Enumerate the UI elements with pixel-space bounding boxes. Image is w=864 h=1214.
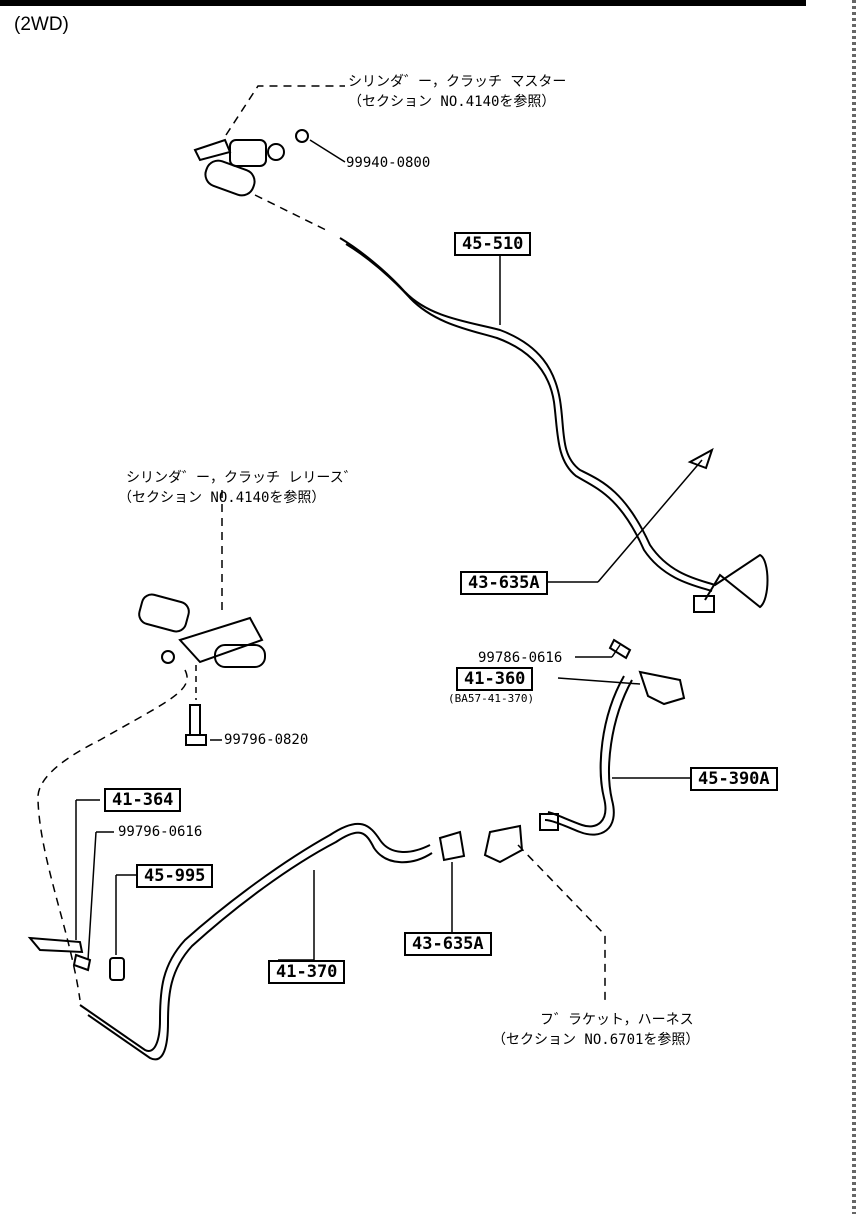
bracket-41-364 (27, 936, 84, 954)
bracket-harness (483, 824, 524, 864)
release-cyl-label: シリンダ゛ー，クラッチ レリース゛ (126, 470, 358, 486)
part-43-635a-top: 43-635A (460, 571, 548, 595)
part-45-995: 45-995 (136, 864, 214, 888)
part-41-360: 41-360 (456, 667, 534, 691)
part-41-360-sub: (BA57-41-370) (448, 692, 535, 705)
bolt-99796-0820 (189, 704, 201, 736)
bracket-41-360 (638, 670, 686, 706)
clip-43-635a-top (687, 447, 714, 470)
pipe-41-370 (79, 822, 431, 1052)
page-title: (2WD) (14, 14, 69, 35)
part-41-370: 41-370 (268, 960, 346, 984)
bolt-99796-0616 (72, 953, 92, 972)
hose-45-390a (544, 679, 633, 836)
bolt-99940-label: 99940-0800 (346, 155, 431, 171)
part-43-635a-bottom: 43-635A (404, 932, 492, 956)
page-edge (852, 0, 856, 1214)
bolt-99786-label: 99786-0616 (478, 650, 563, 666)
part-41-364: 41-364 (104, 788, 182, 812)
grommet-45-995 (109, 957, 125, 981)
master-cyl-label: シリンダ゛ー，クラッチ マスター (348, 74, 567, 90)
pipe-45-510 (339, 237, 769, 609)
bolt-99796-0616-label: 99796-0616 (118, 824, 203, 840)
bracket-harness-label: フ゛ラケット，ハーネス (540, 1012, 694, 1028)
clip-43-635a-bottom (438, 830, 466, 862)
bolt-99796-0820-label: 99796-0820 (224, 732, 309, 748)
hose-end (539, 813, 559, 831)
bolt-99786 (608, 638, 632, 660)
bracket-harness-ref: （セクション NO.6701を参照） (492, 1032, 700, 1048)
part-45-390a: 45-390A (690, 767, 778, 791)
part-45-510: 45-510 (454, 232, 532, 256)
master-cylinder (193, 138, 285, 197)
nut-99940 (295, 129, 309, 143)
release-cyl-ref: （セクション NO.4140を参照） (118, 490, 326, 506)
release-cylinder (138, 593, 266, 668)
top-rule (0, 0, 806, 6)
fitting-45-510 (693, 595, 715, 613)
master-cyl-ref: （セクション NO.4140を参照） (348, 94, 556, 110)
